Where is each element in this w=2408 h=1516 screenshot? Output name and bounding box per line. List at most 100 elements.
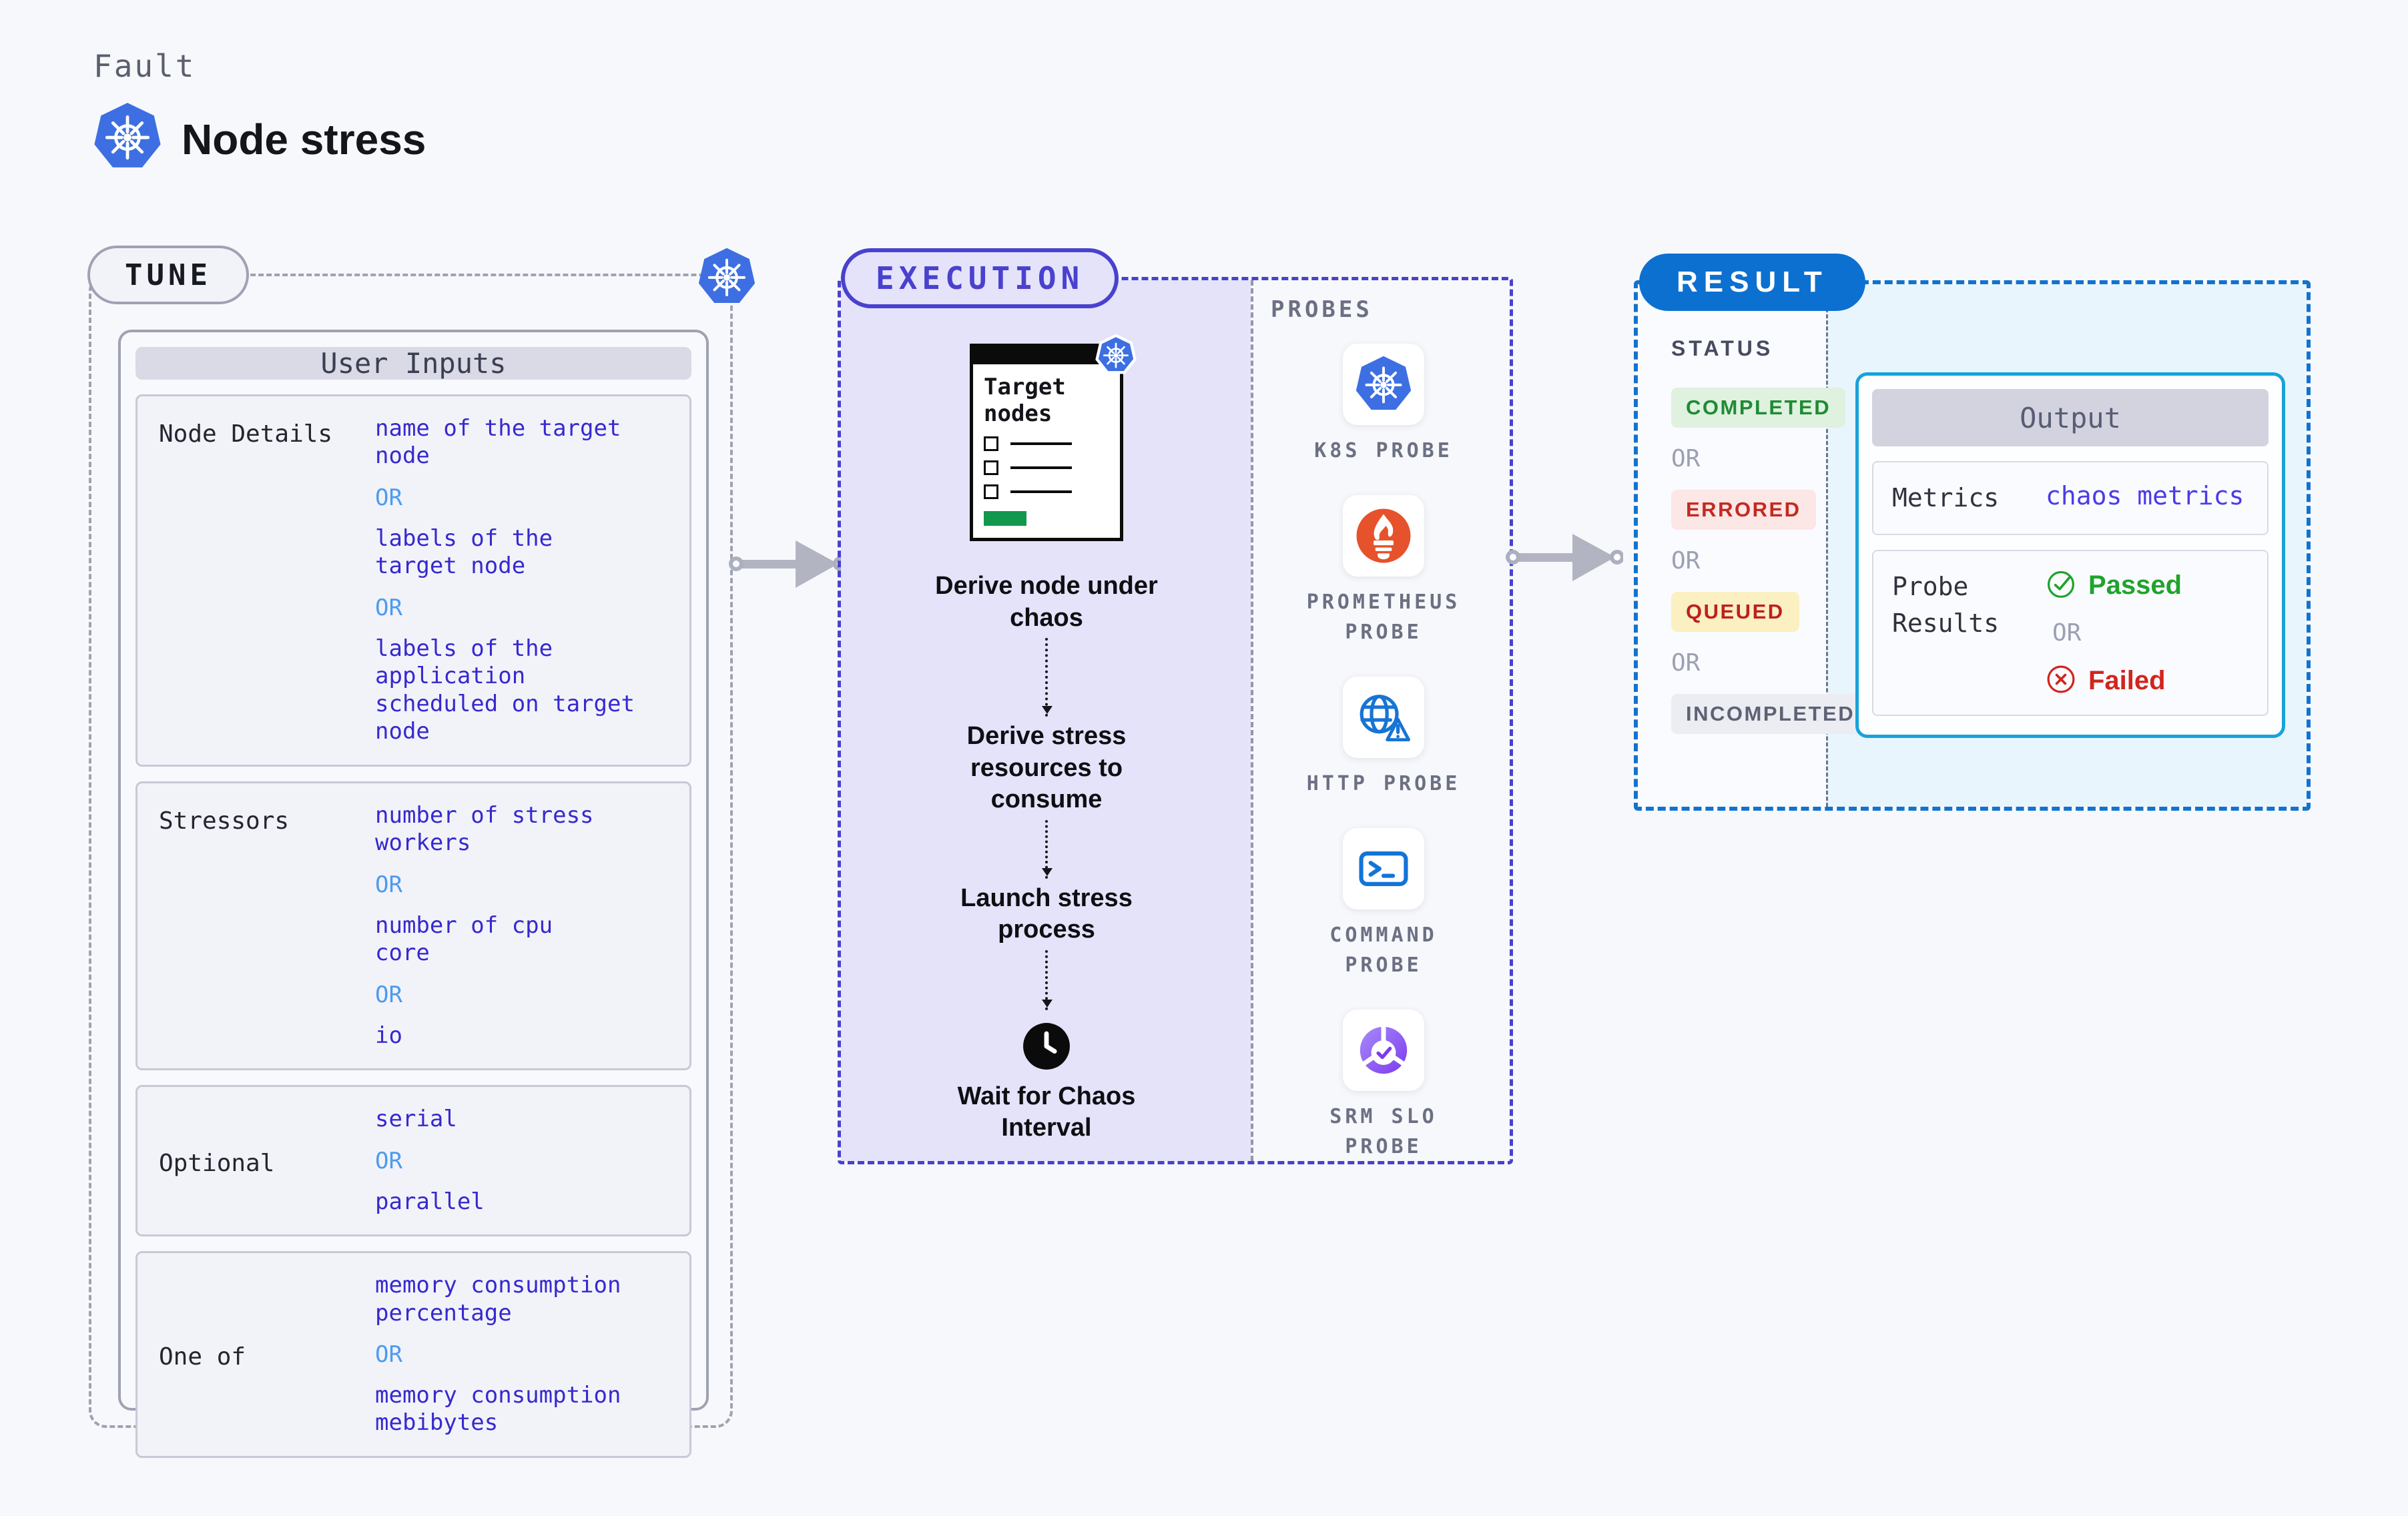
row-label: Optional [159,1150,275,1178]
passed-label: Passed [2088,570,2182,600]
down-arrow-icon [1042,819,1052,879]
checkbox-icon [984,484,998,500]
or-label: OR [1671,649,1701,677]
output-panel: Output Metrics chaos metrics Probe Resul… [1855,372,2285,738]
row-label: Stressors [159,807,290,835]
probe-label: SRM SLO PROBE [1329,1105,1438,1158]
or-label: OR [1671,445,1701,472]
tune-badge: TUNE [87,246,249,304]
metrics-value: chaos metrics [2046,481,2244,510]
down-arrow-icon [1042,638,1052,717]
http-globe-icon [1354,688,1413,747]
probe-entry: K8S PROBE [1314,344,1453,466]
probe-label: PROMETHEUS PROBE [1306,591,1461,644]
probes-divider [1251,280,1253,1161]
result-badge: RESULT [1639,254,1865,311]
probe-label: K8S PROBE [1314,439,1453,462]
status-badge: ERRORED [1671,490,1816,530]
kubernetes-icon [92,101,163,172]
kubernetes-icon [1093,332,1139,378]
or-label: OR [375,981,402,1008]
probe-card [1343,828,1424,909]
list-line [1010,442,1072,446]
status-badge: COMPLETED [1671,388,1846,428]
clock-icon [1021,1021,1072,1072]
status-divider [1826,284,1828,807]
execution-section: EXECUTION PROBES Target nodes Derive nod… [838,248,1513,1164]
probe-results-row: Probe Results Passed OR Failed [1872,550,2269,717]
or-label: OR [375,1147,402,1174]
srm-slo-icon [1354,1021,1413,1080]
target-nodes-title: Target nodes [984,374,1066,428]
list-line [1010,466,1072,470]
metrics-row: Metrics chaos metrics [1872,461,2269,536]
step-derive-node: Derive node under chaos [935,572,1158,632]
input-value: number of cpu core [375,911,553,967]
or-label: OR [375,871,402,898]
flow-arrow-icon [1506,524,1624,591]
status-heading: STATUS [1671,336,1774,360]
tune-section: TUNE User Inputs Node Details name of the… [87,246,756,1458]
status-badge: INCOMPLETED [1671,694,1870,734]
row-label: Node Details [159,420,333,448]
checkbox-icon [984,436,998,452]
kubernetes-icon [697,247,757,307]
checklist-item [984,460,1109,476]
input-value: memory consumption percentage [375,1272,621,1326]
user-inputs-table: User Inputs Node Details name of the targ… [118,330,709,1458]
probe-results-label: Probe Results [1892,572,2000,639]
output-header: Output [1872,389,2269,446]
checklist-item [984,436,1109,452]
passed-line: Passed [2046,568,2182,602]
input-value: labels of the target node [375,524,553,580]
list-line [1010,490,1072,494]
input-value: name of the target node [375,415,621,470]
or-label: OR [375,1341,402,1368]
probe-entry: COMMAND PROBE [1329,828,1437,980]
flow-arrow-icon [729,530,848,597]
input-value: number of stress workers [375,801,594,857]
probe-entry: SRM SLO PROBE [1329,1010,1437,1162]
down-arrow-icon [1042,950,1052,1010]
probe-card [1343,495,1424,577]
input-value: labels of the application scheduled on t… [375,635,635,745]
step-launch-stress: Launch stress process [960,883,1133,944]
input-value: memory consumption mebibytes [375,1381,621,1437]
kubernetes-icon [1354,355,1413,414]
probe-entry: HTTP PROBE [1307,677,1461,799]
checklist-titlebar [973,347,1120,364]
prometheus-icon [1354,506,1413,565]
failed-label: Failed [2088,665,2166,695]
probes-list: K8S PROBE PROMETHEUS PROBE HTTP PROBE COMMA… [1273,344,1494,1162]
probe-card [1343,1010,1424,1091]
step-wait-interval: Wait for Chaos Interval [957,1082,1136,1142]
probe-card [1343,344,1424,425]
execution-badge: EXECUTION [841,248,1119,308]
probe-label: HTTP PROBE [1306,772,1461,795]
check-circle-icon [2046,568,2076,602]
or-label: OR [375,484,402,511]
metrics-label: Metrics [1892,483,2000,512]
page-title: Node stress [182,115,426,163]
fault-kicker: Fault [93,48,196,84]
input-value: io [375,1022,402,1049]
checklist-item [984,484,1109,500]
or-label: OR [375,594,402,621]
user-inputs-header: User Inputs [135,347,691,380]
terminal-icon [1354,839,1413,898]
execution-flow: Target nodes Derive node under chaos Der… [880,334,1213,1144]
probe-card [1343,677,1424,758]
input-value: serial [375,1106,457,1133]
probes-heading: PROBES [1271,296,1373,323]
checkbox-icon [984,460,998,476]
row-label: One of [159,1343,246,1371]
failed-line: Failed [2046,664,2182,697]
